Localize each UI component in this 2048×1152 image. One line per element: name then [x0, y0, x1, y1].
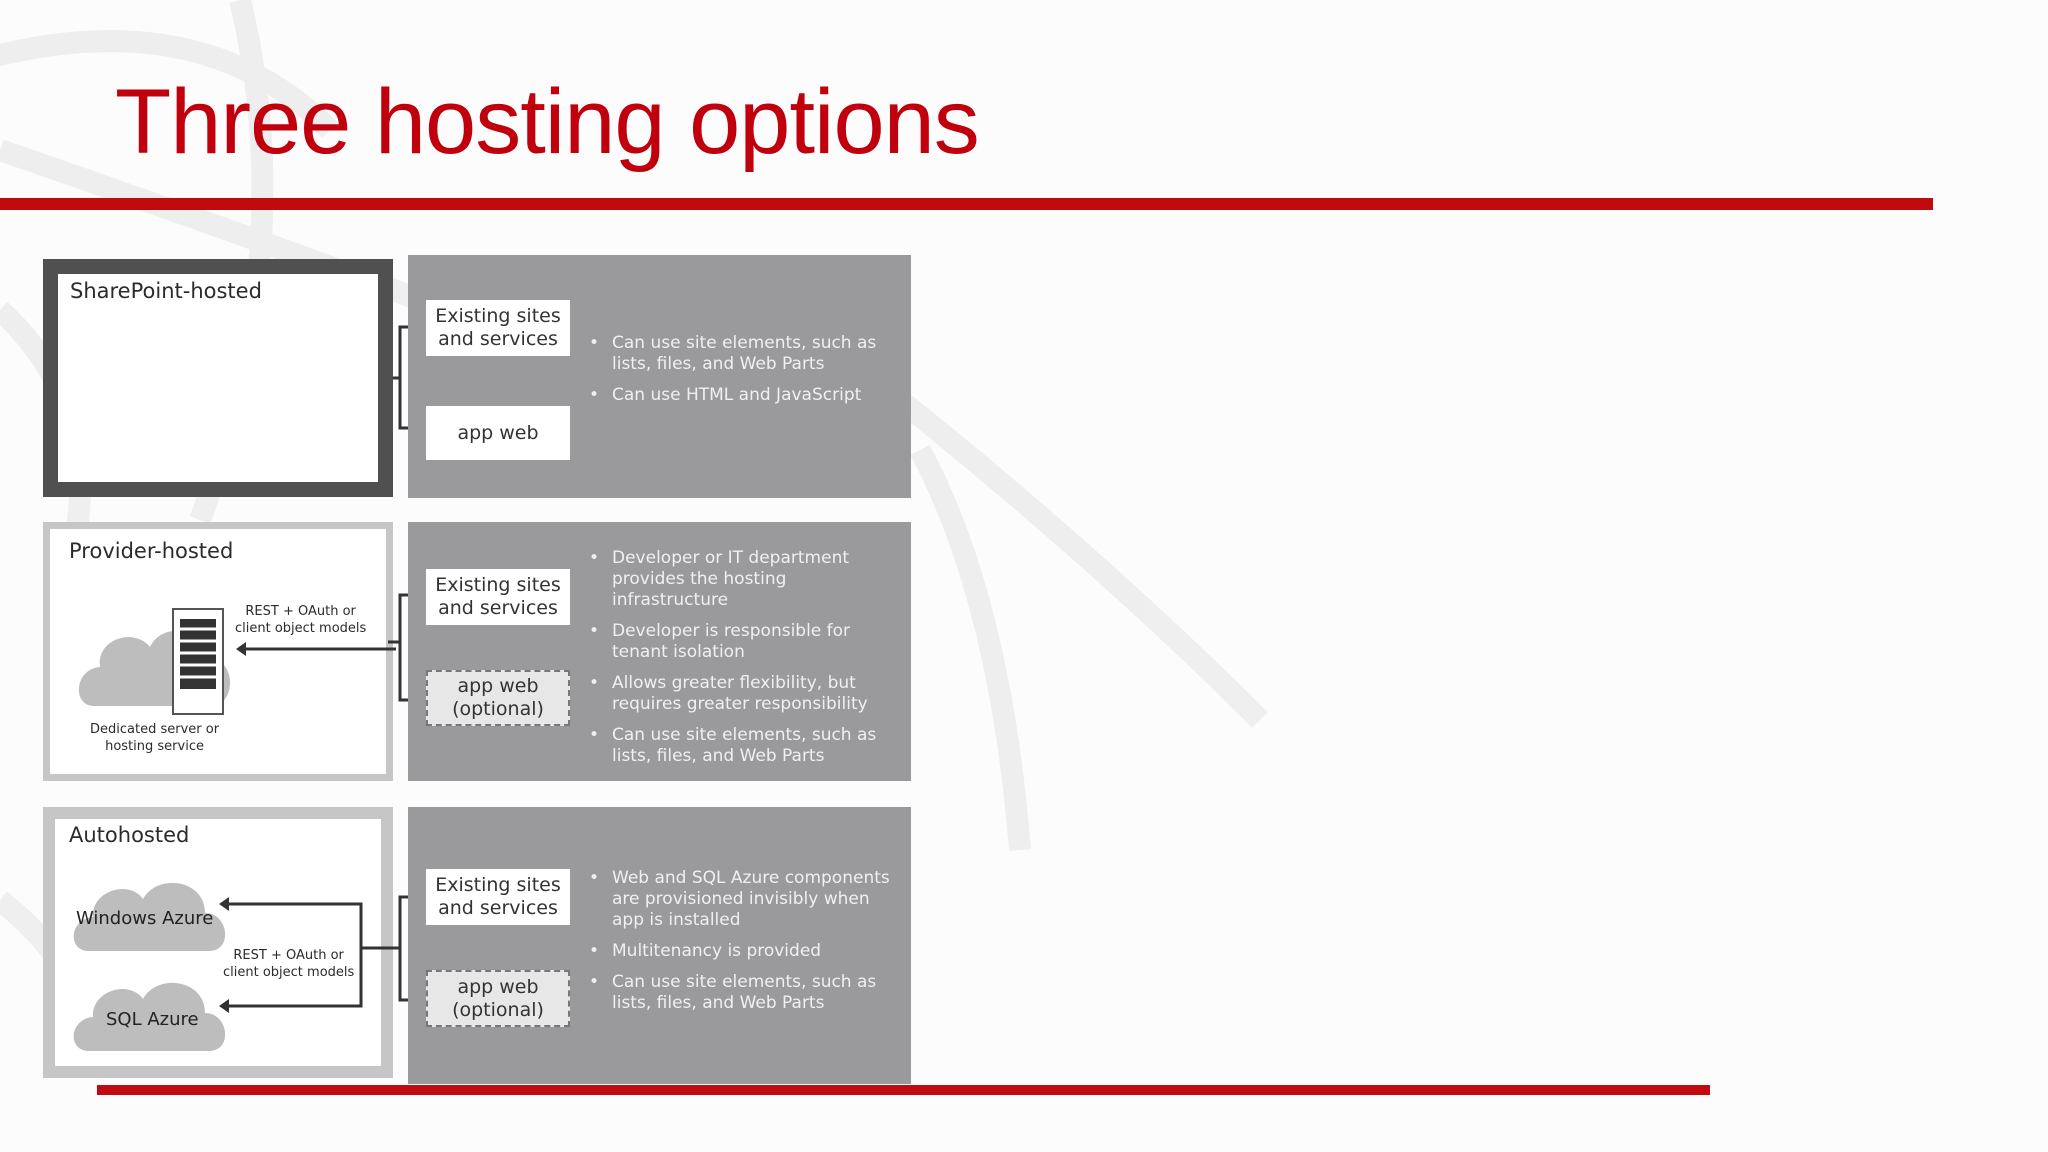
panel-title: Autohosted — [69, 823, 190, 847]
bullet-list: Developer or IT department provides the … — [583, 548, 891, 777]
existing-sites-box: Existing sites and services — [426, 869, 570, 925]
sharepoint-hosted-details: Existing sites and services app web Can … — [408, 255, 911, 498]
bullet-item: Can use site elements, such as lists, fi… — [583, 333, 891, 375]
app-web-optional-box: app web (optional) — [426, 670, 570, 726]
panel-title: SharePoint-hosted — [70, 279, 262, 303]
server-label: Dedicated server or hosting service — [90, 722, 220, 754]
provider-arrow — [236, 642, 396, 656]
bullet-list: Can use site elements, such as lists, fi… — [583, 333, 891, 416]
existing-sites-box: Existing sites and services — [426, 569, 570, 625]
bullet-item: Can use site elements, such as lists, fi… — [583, 725, 891, 767]
cloud-server-icon — [78, 608, 231, 715]
footer-rule — [97, 1085, 1710, 1095]
slide-title: Three hosting options — [115, 71, 980, 173]
windows-azure-label: Windows Azure — [76, 908, 214, 929]
panel-title: Provider-hosted — [69, 539, 234, 563]
title-underline — [0, 198, 1933, 210]
bullet-list: Web and SQL Azure components are provisi… — [583, 868, 891, 1024]
autohosted-details: Existing sites and services app web (opt… — [408, 807, 911, 1084]
bullet-item: Can use site elements, such as lists, fi… — [583, 972, 891, 1014]
app-web-optional-box: app web (optional) — [426, 970, 570, 1027]
sql-azure-label: SQL Azure — [106, 1009, 199, 1030]
autohosted-panel: Autohosted Windows Azure SQL Azure REST … — [43, 807, 393, 1078]
bullet-item: Allows greater flexibility, but requires… — [583, 673, 891, 715]
connection-label: REST + OAuth or client object models — [223, 948, 355, 980]
app-web-box: app web — [426, 406, 570, 460]
existing-sites-box: Existing sites and services — [426, 300, 570, 356]
autohosted-arrows — [219, 897, 363, 1013]
cloud-icon — [73, 882, 226, 951]
provider-hosted-panel: Provider-hosted REST + OAuth or client o… — [43, 522, 396, 781]
bullet-item: Developer or IT department provides the … — [583, 548, 891, 611]
sharepoint-hosted-panel: SharePoint-hosted — [43, 259, 393, 497]
bullet-item: Web and SQL Azure components are provisi… — [583, 868, 891, 931]
connection-label: REST + OAuth or client object models — [235, 604, 367, 636]
bullet-item: Can use HTML and JavaScript — [583, 385, 891, 406]
cloud-icon — [73, 982, 226, 1051]
provider-hosted-details: Existing sites and services app web (opt… — [408, 522, 911, 781]
bullet-item: Developer is responsible for tenant isol… — [583, 621, 891, 663]
bullet-item: Multitenancy is provided — [583, 941, 891, 962]
